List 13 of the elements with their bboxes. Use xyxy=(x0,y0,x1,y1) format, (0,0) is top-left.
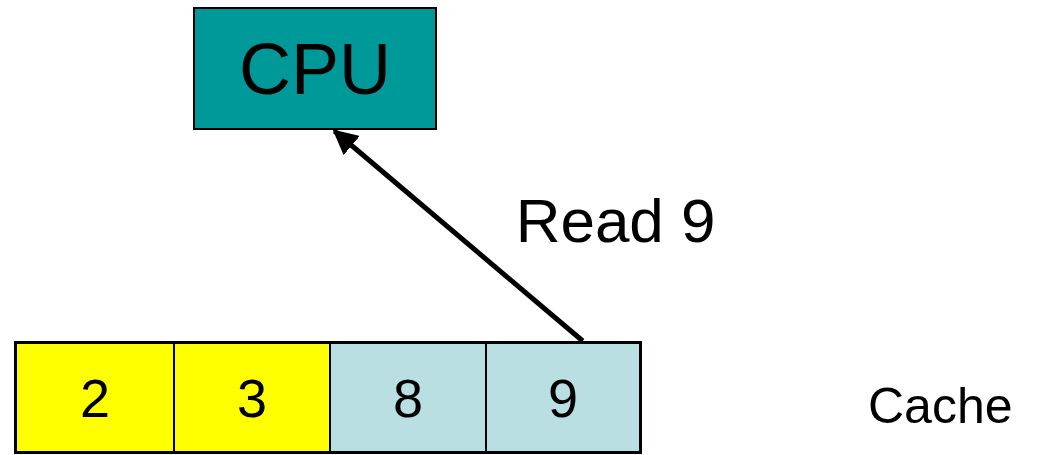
node-label: 8 xyxy=(392,370,423,425)
cache-row-box xyxy=(14,341,642,454)
node-label: 2 xyxy=(79,370,110,425)
arrow xyxy=(332,129,585,343)
node-label: CPU xyxy=(239,32,391,105)
text-label: Cache xyxy=(868,381,1013,431)
cache-cell xyxy=(175,344,331,451)
node-label: 3 xyxy=(236,370,267,425)
cache-cell xyxy=(331,344,487,451)
cpu-box xyxy=(193,7,437,130)
node-label: 9 xyxy=(547,370,578,425)
cache-cell xyxy=(17,344,175,451)
cache-cell xyxy=(487,344,639,451)
